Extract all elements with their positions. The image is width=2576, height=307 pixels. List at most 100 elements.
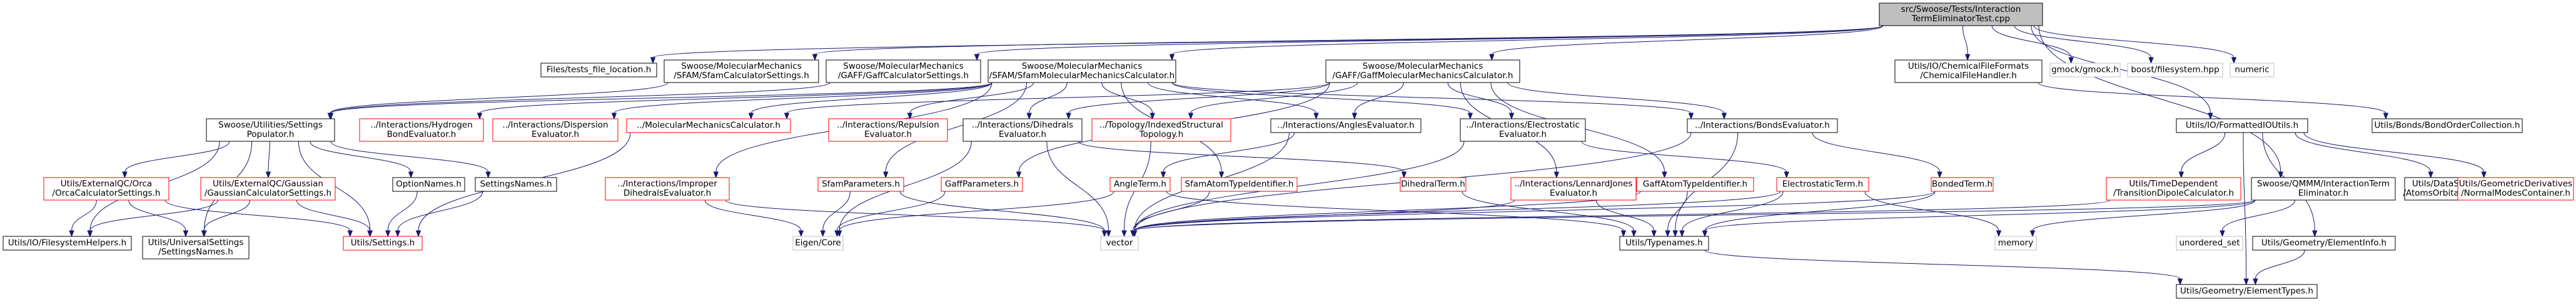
arrow-head (1937, 171, 1942, 179)
node-fshelpers[interactable]: Utils/IO/FilesystemHelpers.h (3, 236, 132, 251)
arrow-head (1149, 113, 1155, 120)
node-box (1100, 236, 1139, 251)
node-bondorder[interactable]: Utils/Bonds/BondOrderCollection.h (2371, 118, 2523, 133)
node-box (1091, 118, 1231, 142)
arrow-head (1016, 171, 1022, 179)
node-label: Swoose/Utilities/Settings (218, 120, 323, 130)
node-label: SfamParameters.h (822, 179, 900, 189)
node-geomderiv[interactable]: Utils/GeometricDerivatives/NormalModesCo… (2457, 177, 2574, 201)
node-angleseval[interactable]: ../Interactions/AnglesEvaluator.h (1270, 118, 1422, 133)
edge-dihedralterm-typenames (1462, 191, 1637, 238)
node-orca[interactable]: Utils/ExternalQC/Orca/OrcaCalculatorSett… (43, 177, 169, 201)
node-memory[interactable]: memory (1994, 236, 2037, 251)
node-optionnames[interactable]: OptionNames.h (392, 177, 465, 192)
node-box (2457, 177, 2574, 201)
node-files[interactable]: Files/tests_file_location.h (540, 63, 657, 78)
node-gaffparams[interactable]: GaffParameters.h (941, 177, 1023, 192)
arrow-head (1131, 230, 1138, 238)
node-gaffmm[interactable]: Swoose/MolecularMechanics/GAFF/GaffMolec… (1325, 59, 1520, 83)
edge-gaffparams-eigen (834, 191, 946, 238)
edge-gaffmm-angleseval (1351, 82, 1404, 120)
node-box (2251, 177, 2396, 201)
node-bondseval[interactable]: ../Interactions/BondsEvaluator.h (1687, 118, 1838, 133)
edge-line (652, 25, 1884, 58)
edge-line (1704, 199, 2256, 231)
node-boostfs[interactable]: boost/filesystem.hpp (2127, 63, 2223, 78)
edge-bondseval-bondedterm (1812, 132, 1942, 179)
node-unordered[interactable]: unordered_set (2176, 236, 2243, 251)
node-gaffatomtype[interactable]: GaffAtomTypeIdentifier.h (1636, 177, 1754, 192)
node-sfamcalc[interactable]: Swoose/MolecularMechanics/SFAM/SfamCalcu… (664, 59, 819, 83)
node-typenames[interactable]: Utils/Typenames.h (1619, 236, 1709, 251)
arrow-head (2312, 230, 2318, 238)
edge-line (2038, 25, 2281, 173)
edge-line (704, 199, 802, 231)
arrow-head (1066, 113, 1071, 120)
edge-line (1134, 191, 1781, 231)
edge-line (1046, 141, 1109, 231)
node-dihedralseval[interactable]: ../Interactions/DihedralsEvaluator.h (962, 118, 1083, 142)
arrow-head (1631, 230, 1637, 238)
node-gaffcalc[interactable]: Swoose/MolecularMechanics/GAFF/GaffCalcu… (826, 59, 981, 83)
edge-sfammm-dispersion (611, 82, 993, 120)
node-universal[interactable]: Utils/UniversalSettings/SettingsNames.h (142, 236, 250, 259)
node-chemfh[interactable]: Utils/IO/ChemicalFileFormats/ChemicalFil… (1894, 59, 2043, 83)
node-gmock[interactable]: gmock/gmock.h (2049, 63, 2121, 78)
edge-line (1682, 191, 1784, 231)
node-root[interactable]: src/Swoose/Tests/InteractionTermEliminat… (1879, 3, 2043, 26)
node-gaussian[interactable]: Utils/ExternalQC/Gaussian/GaussianCalcul… (200, 177, 336, 201)
edge-chemfh-bondorder (2038, 82, 2389, 120)
node-label: src/Swoose/Tests/Interaction (1901, 4, 2021, 14)
node-box (987, 59, 1176, 83)
edge-sfamparams-vector (899, 191, 1108, 238)
node-vector[interactable]: vector (1100, 236, 1139, 251)
edge-line (296, 199, 370, 231)
node-angleterm[interactable]: AngleTerm.h (1109, 177, 1171, 192)
arrow-head (1784, 171, 1789, 179)
edge-line (1462, 191, 1635, 231)
node-sfammm[interactable]: Swoose/MolecularMechanics/SFAM/SfamMolec… (987, 59, 1176, 83)
edge-gaffcalc-settingspop (328, 82, 831, 120)
arrow-head (69, 230, 74, 238)
node-sfamparams[interactable]: SfamParameters.h (817, 177, 904, 192)
arrow-head (1964, 54, 1971, 61)
edge-root-boostfs (2014, 25, 2154, 64)
node-settingsnames[interactable]: SettingsNames.h (475, 177, 557, 192)
node-elementtypes[interactable]: Utils/Geometry/ElementTypes.h (2176, 284, 2318, 299)
node-formatted[interactable]: Utils/IO/FormattedIOUtils.h (2176, 118, 2308, 133)
node-settings[interactable]: Utils/Settings.h (343, 236, 423, 251)
node-eigen[interactable]: Eigen/Core (792, 236, 844, 251)
arrow-head (2253, 278, 2258, 286)
edge-line (479, 82, 993, 114)
edge-gaffmm-mmcalc (784, 82, 1330, 120)
node-improper[interactable]: ../Interactions/ImproperDihedralsEvaluat… (605, 177, 730, 201)
node-box (475, 177, 557, 192)
node-elementinfo[interactable]: Utils/Geometry/ElementInfo.h (2252, 236, 2396, 251)
node-dihedralterm[interactable]: DihedralTerm.h (1400, 177, 1467, 192)
arrow-head (1508, 113, 1515, 120)
node-electroterm[interactable]: ElectrostaticTerm.h (1776, 177, 1869, 192)
node-label: Utils/IO/ChemicalFileFormats (1908, 61, 2029, 71)
node-mmcalc[interactable]: ../MolecularMechanicsCalculator.h (626, 118, 791, 133)
edge-gaffmm-electroeval (1447, 82, 1515, 120)
arrow-head (1665, 230, 1670, 238)
node-numeric[interactable]: numeric (2230, 63, 2275, 78)
edge-root-files (650, 25, 1884, 64)
node-sfamatomtype[interactable]: SfamAtomTypeIdentifier.h (1181, 177, 1298, 192)
node-timedep[interactable]: Utils/TimeDependent/TransitionDipoleCalc… (2106, 177, 2241, 201)
node-bondedterm[interactable]: BondedTerm.h (1931, 177, 1994, 192)
arrow-head (650, 57, 656, 64)
edge-line (1812, 132, 1941, 173)
node-box (1687, 118, 1838, 133)
edge-line (2181, 132, 2226, 173)
edge-line (1171, 82, 1692, 114)
